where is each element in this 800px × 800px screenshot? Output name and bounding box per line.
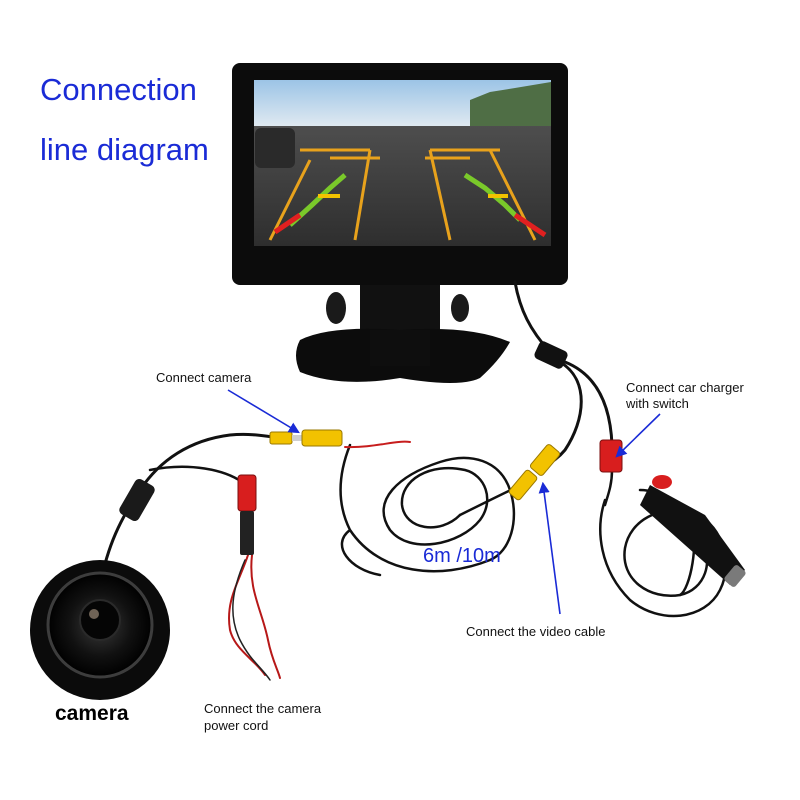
monitor-base-neck: [370, 330, 430, 366]
diagram-title-line2: line diagram: [40, 132, 209, 167]
diagram-title-line1: Connection: [40, 72, 197, 107]
camera-cable: [98, 432, 282, 587]
camera-cable-junction: [119, 479, 155, 521]
power-branch-cable: [563, 360, 614, 447]
camera-lens-glint: [89, 609, 99, 619]
monitor-stand-arm: [360, 285, 440, 330]
charger-body: [640, 485, 745, 585]
charger-switch: [652, 475, 672, 489]
charger-tip: [724, 565, 746, 587]
camera-device: [30, 560, 170, 700]
label-cable-length: 6m /10m: [423, 545, 501, 567]
rca-video-female: [529, 444, 561, 476]
extension-red-wire: [344, 440, 411, 449]
rca-male-camera-tip: [292, 435, 302, 441]
label-connect-camera: Connect camera: [156, 370, 252, 385]
screen-guide-right-red: [513, 212, 547, 238]
label-camera: camera: [55, 702, 129, 725]
camera-lens: [79, 599, 121, 641]
screen-trees: [470, 82, 551, 126]
label-connect-video: Connect the video cable: [466, 624, 606, 639]
red-wires: [228, 440, 411, 681]
camera-power-branch: [148, 465, 244, 484]
camera-power-plug: [237, 474, 257, 512]
extension-coil: [339, 443, 516, 577]
camera-power-red-wire: [228, 554, 281, 679]
screen-parking-lines: [268, 148, 537, 241]
label-connect-power-line2: power cord: [204, 718, 269, 733]
label-connect-power-line1: Connect the camera: [204, 701, 322, 716]
rca-video-male: [508, 469, 538, 501]
monitor-cable: [513, 280, 552, 354]
rca-male-camera: [269, 431, 293, 445]
label-connect-charger-line2: with switch: [626, 396, 689, 411]
camera-power-plug-sleeve: [240, 511, 254, 555]
monitor-knob-right: [451, 294, 469, 322]
arrows: [227, 389, 661, 615]
charger-to-plug: [603, 468, 614, 507]
arrow-connect-video: [538, 481, 561, 615]
power-plug-red: [599, 439, 623, 473]
screen-parked-car: [255, 128, 295, 168]
label-connect-charger-line1: Connect car charger: [626, 380, 744, 395]
rca-female-extension: [301, 429, 343, 447]
arrow-connect-camera: [227, 389, 300, 434]
camera-power-black-wire: [232, 559, 271, 681]
connectors: [119, 429, 623, 555]
screen-guide-left-red: [273, 212, 302, 235]
monitor-knob-left: [326, 292, 346, 324]
arrow-connect-charger: [615, 413, 661, 458]
car-charger: [640, 475, 746, 587]
monitor: [232, 63, 568, 383]
